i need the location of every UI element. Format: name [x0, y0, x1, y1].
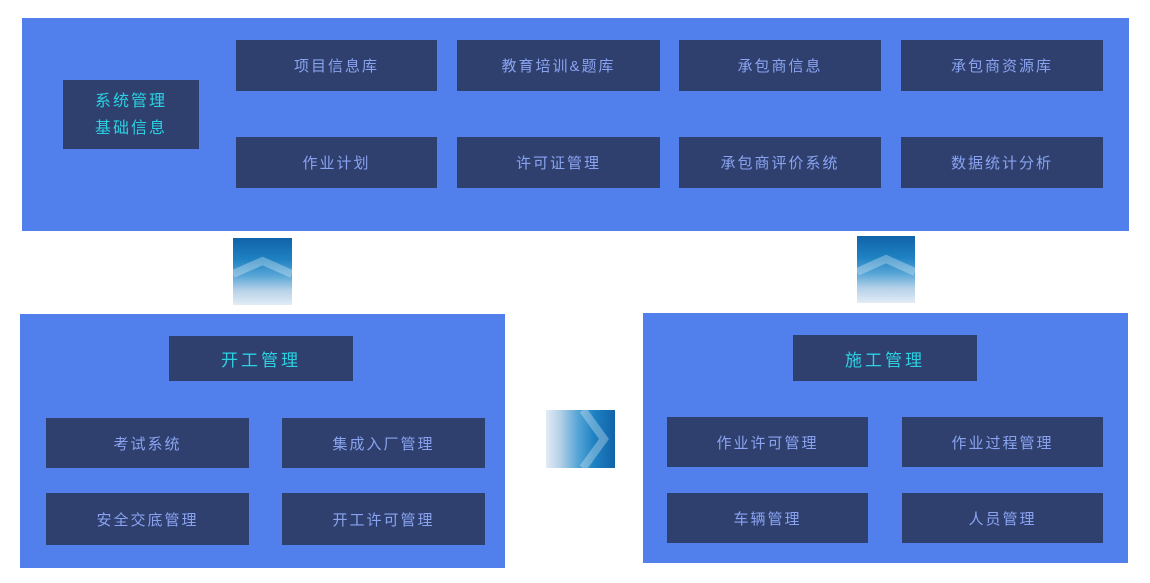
module-integrated-entry-management: 集成入厂管理 [282, 418, 485, 468]
startup-management-panel: 开工管理 考试系统 集成入厂管理 安全交底管理 开工许可管理 [20, 314, 505, 568]
module-startup-permit-management: 开工许可管理 [282, 493, 485, 545]
chevron-up-icon [233, 256, 292, 278]
system-base-info-label: 系统管理 基础信息 [63, 80, 199, 149]
arrow-up-connector-left [233, 238, 292, 305]
construction-management-panel: 施工管理 作业许可管理 作业过程管理 车辆管理 人员管理 [643, 313, 1128, 563]
module-project-info-db: 项目信息库 [236, 40, 437, 91]
system-base-info-line2: 基础信息 [94, 119, 167, 137]
system-base-info-panel: 系统管理 基础信息 项目信息库 教育培训&题库 承包商信息 承包商资源库 作业计… [22, 18, 1129, 231]
module-contractor-resource-db: 承包商资源库 [901, 40, 1103, 91]
chevron-right-icon [579, 410, 609, 468]
module-work-permit-management: 作业许可管理 [667, 417, 868, 467]
module-exam-system: 考试系统 [46, 418, 249, 468]
module-vehicle-management: 车辆管理 [667, 493, 868, 543]
arrow-up-connector-right [857, 236, 915, 303]
module-contractor-info: 承包商信息 [679, 40, 881, 91]
arrow-right-connector-middle [546, 410, 615, 468]
module-contractor-evaluation-system: 承包商评价系统 [679, 137, 881, 188]
module-work-plan: 作业计划 [236, 137, 437, 188]
module-work-process-management: 作业过程管理 [902, 417, 1103, 467]
module-safety-disclosure-management: 安全交底管理 [46, 493, 249, 545]
startup-management-title: 开工管理 [169, 336, 353, 381]
module-personnel-management: 人员管理 [902, 493, 1103, 543]
chevron-up-icon [857, 254, 915, 276]
module-education-training-question-bank: 教育培训&题库 [457, 40, 660, 91]
system-base-info-line1: 系统管理 [94, 92, 167, 110]
module-license-management: 许可证管理 [457, 137, 660, 188]
module-data-statistics-analysis: 数据统计分析 [901, 137, 1103, 188]
construction-management-title: 施工管理 [793, 335, 977, 381]
